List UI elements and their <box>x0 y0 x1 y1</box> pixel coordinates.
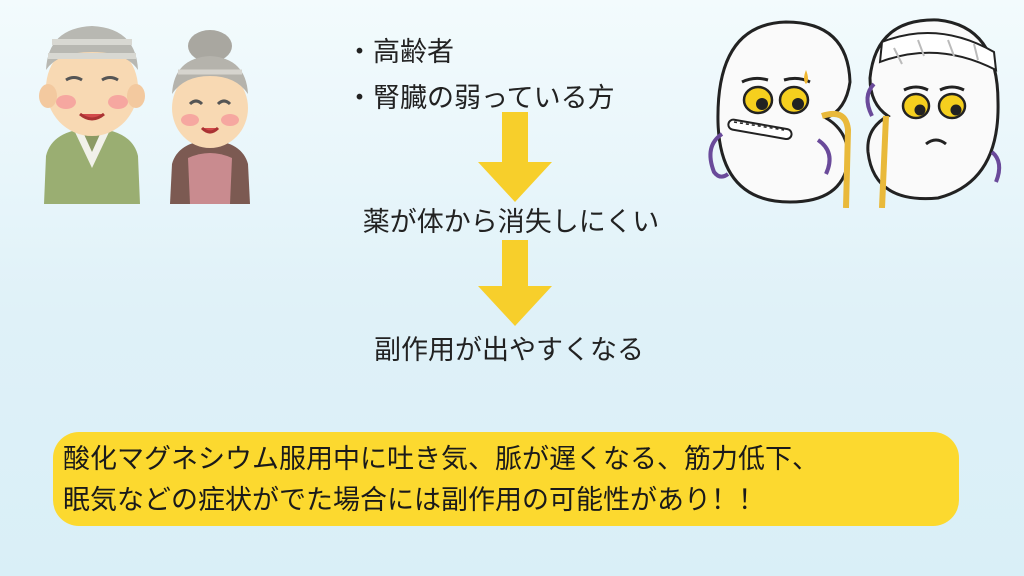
kidney-with-bandage-icon <box>865 18 1002 208</box>
risk-group-weak-kidneys: ・腎臓の弱っている方 <box>346 83 615 114</box>
step-side-effects: 副作用が出やすくなる <box>374 335 644 366</box>
step-drug-elimination: 薬が体から消失しにくい <box>362 207 660 238</box>
risk-group-list: ・高齢者 ・腎臓の弱っている方 <box>346 30 615 122</box>
warning-note-box: 酸化マグネシウム服用中に吐き気、脈が遅くなる、筋力低下、 眠気などの症状がでた場… <box>53 432 959 526</box>
risk-group-elderly: ・高齢者 <box>346 37 454 68</box>
sick-kidneys-icon <box>708 18 1002 208</box>
elderly-couple-icon <box>39 26 250 204</box>
down-arrow-icon <box>478 240 552 326</box>
elderly-man-icon <box>39 26 145 204</box>
kidney-with-thermometer-icon <box>708 20 852 208</box>
warning-note-line: 酸化マグネシウム服用中に吐き気、脈が遅くなる、筋力低下、 <box>63 444 819 475</box>
down-arrow-icon <box>478 112 552 202</box>
elderly-woman-icon <box>170 30 250 204</box>
warning-note-line: 眠気などの症状がでた場合には副作用の可能性があり！！ <box>63 485 765 516</box>
